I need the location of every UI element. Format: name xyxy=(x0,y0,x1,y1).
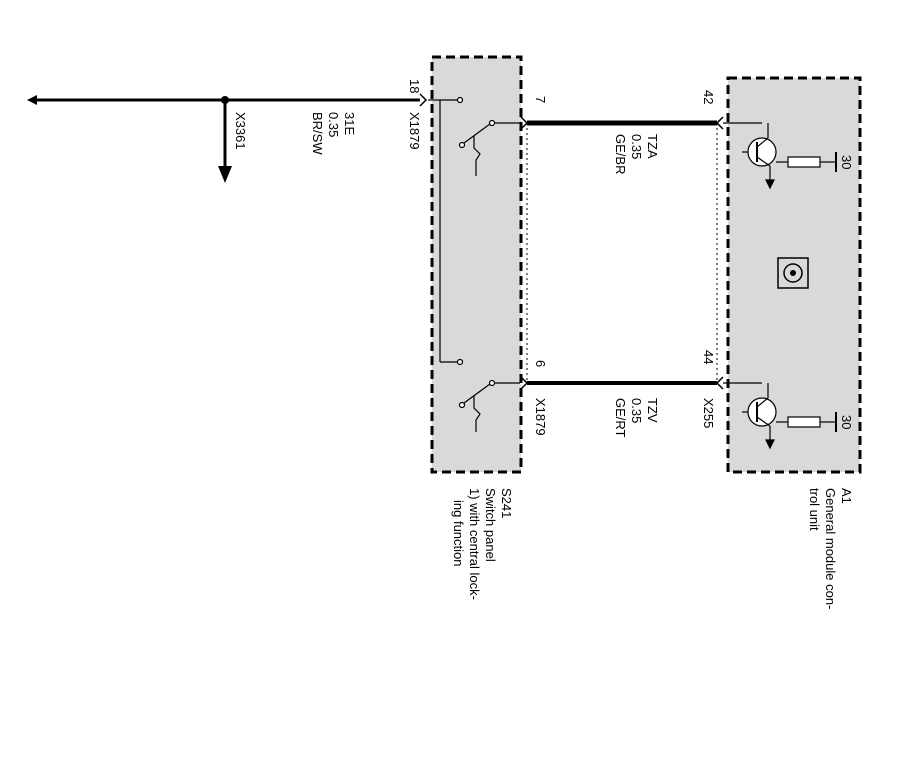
switch-internals xyxy=(428,96,520,432)
pin-44-label: 44 xyxy=(701,350,716,364)
pin-6-label: 6 xyxy=(533,360,548,367)
s241-name: Switch panel xyxy=(483,488,498,562)
wire-31e-signal: 31E xyxy=(342,112,357,135)
s241-note-line1: 1) with central lock- xyxy=(467,488,482,600)
terminal-30-top-label: 30 xyxy=(839,155,854,169)
pin-7-label: 7 xyxy=(533,96,548,103)
wire-tzv xyxy=(520,376,724,390)
wire-31e xyxy=(27,93,428,183)
wire-tza xyxy=(520,116,724,130)
wire-end-arrow-icon xyxy=(27,95,37,105)
connector-mark-icon xyxy=(520,376,529,390)
connector-x1879-right-label: X1879 xyxy=(533,398,548,436)
pin-42-label: 42 xyxy=(701,90,716,104)
wire-tzv-signal: TZV xyxy=(645,398,660,423)
wire-tza-signal: TZA xyxy=(645,134,660,159)
connector-x3361-label: X3361 xyxy=(233,112,248,150)
ground-arrow-icon xyxy=(218,166,232,183)
transistor-1 xyxy=(723,122,837,190)
connector-x1879-left-label: X1879 xyxy=(407,112,422,150)
switch-panel-box xyxy=(430,55,523,474)
connector-mark-icon xyxy=(419,93,428,107)
s241-ref: S241 xyxy=(499,488,514,518)
a1-name-line1: General module con- xyxy=(823,488,838,609)
terminal-30-bottom-label: 30 xyxy=(839,415,854,429)
s241-note-line2: ing function xyxy=(451,500,466,567)
a1-ref: A1 xyxy=(839,488,854,504)
control-unit-symbol-icon xyxy=(777,257,809,289)
connector-x255-label: X255 xyxy=(701,398,716,428)
transistor-2 xyxy=(723,382,837,450)
connector-mark-icon xyxy=(715,116,724,130)
wire-tzv-size: 0.35 xyxy=(629,398,644,423)
wire-tzv-color: GE/RT xyxy=(613,398,628,438)
wire-tza-color: GE/BR xyxy=(613,134,628,174)
a1-name-line2: trol unit xyxy=(807,488,822,531)
pin-18-label: 18 xyxy=(407,79,422,93)
wire-tza-size: 0.35 xyxy=(629,134,644,159)
connector-mark-icon xyxy=(715,376,724,390)
wire-31e-size: 0.35 xyxy=(326,112,341,137)
wire-31e-color: BR/SW xyxy=(310,112,325,155)
